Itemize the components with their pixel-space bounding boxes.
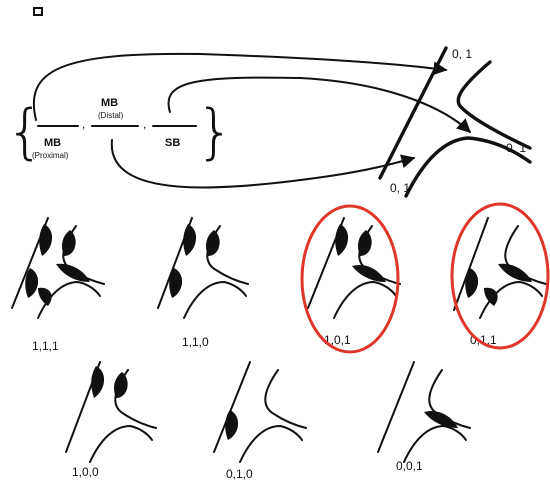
lesion-1-0-0: 1,0,0 bbox=[66, 362, 156, 479]
code-label: 1,1,0 bbox=[182, 335, 209, 349]
code-label: 0,1,0 bbox=[226, 467, 253, 481]
separator-2: , bbox=[143, 117, 146, 131]
slot-subtitle-mb-distal: (Distal) bbox=[98, 111, 124, 120]
lesion-1-1-0: 1,1,0 bbox=[158, 218, 248, 349]
slot-title-mb-proximal: MB bbox=[44, 137, 61, 149]
code-label: 0,0,1 bbox=[396, 459, 423, 473]
code-label: 1,0,0 bbox=[72, 465, 99, 479]
lesion-1-0-1: 1,0,1 bbox=[302, 206, 400, 352]
bifurcation-label-top: 0, 1 bbox=[452, 47, 472, 61]
brace-close: } bbox=[196, 97, 234, 167]
lesion-0-1-1: 0,1,1 bbox=[452, 204, 548, 348]
bifurcation-label-right: 0, 1 bbox=[506, 141, 526, 155]
lesion-0-1-0: 0,1,0 bbox=[214, 362, 306, 481]
separator-1: , bbox=[82, 117, 85, 131]
classification-schema: { } MB (Proximal) , MB (Distal) , SB bbox=[6, 54, 470, 188]
side-branch-upper-wall bbox=[458, 62, 530, 148]
lesion-1-1-1: 1,1,1 bbox=[12, 218, 104, 353]
square-icon bbox=[34, 8, 42, 15]
slot-title-sb: SB bbox=[165, 137, 180, 149]
slot-subtitle-mb-proximal: (Proximal) bbox=[32, 151, 69, 160]
slot-title-mb-distal: MB bbox=[101, 97, 118, 109]
bifurcation-schematic: 0, 1 0, 1 0, 1 bbox=[380, 47, 530, 196]
arrow-mb-proximal bbox=[34, 54, 446, 120]
lesion-0-0-1: 0,0,1 bbox=[378, 362, 470, 473]
bifurcation-label-bottom: 0, 1 bbox=[390, 181, 410, 195]
code-label: 1,1,1 bbox=[32, 339, 59, 353]
arrow-mb-distal bbox=[112, 140, 414, 188]
